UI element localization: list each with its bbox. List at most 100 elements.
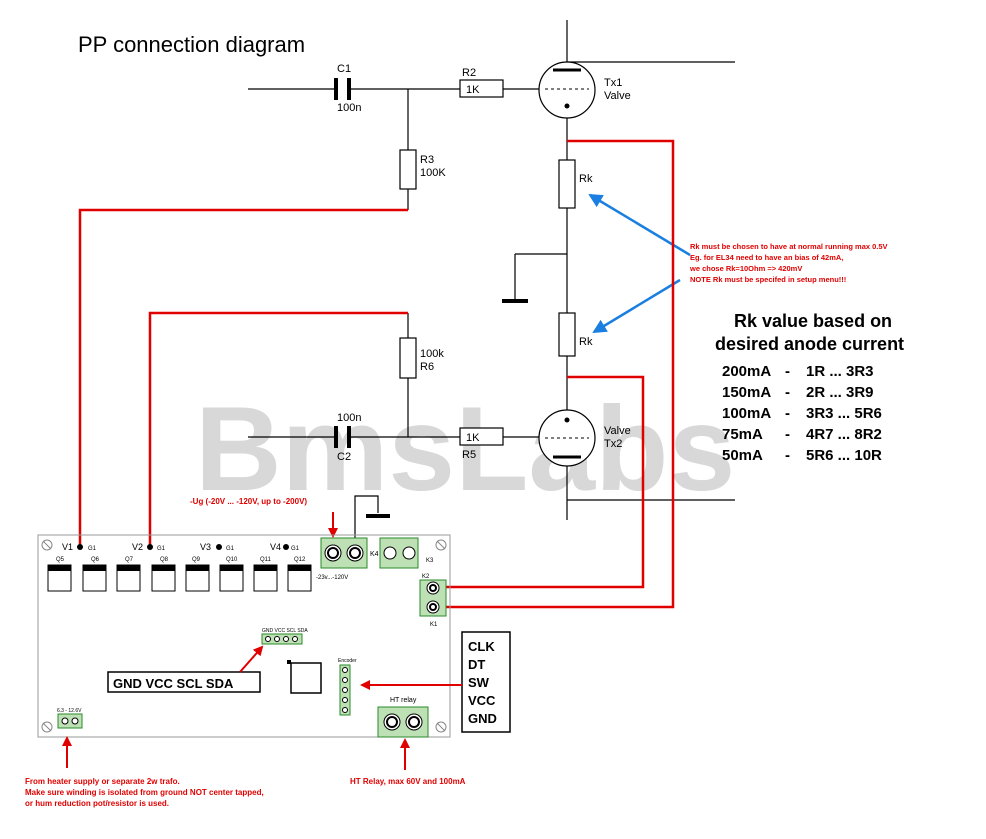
- rk-pointer-arrow-lower: [592, 278, 681, 334]
- svg-text:Rk must be chosen to have at n: Rk must be chosen to have at normal runn…: [690, 242, 888, 251]
- c2-label: C2: [337, 451, 351, 463]
- rk-row-current: 150mA: [722, 384, 771, 401]
- tx1-label: Tx1: [604, 77, 622, 89]
- rk-row-dash: -: [785, 363, 790, 380]
- ug-label: -Ug (-20V ... -120V, up to -200V): [190, 497, 307, 506]
- svg-text:K4: K4: [370, 551, 379, 558]
- i2c-label: GND VCC SCL SDA: [113, 676, 234, 691]
- r2-value: 1K: [466, 84, 480, 96]
- capacitor-c1: [334, 78, 351, 100]
- svg-text:DT: DT: [468, 657, 485, 672]
- rk-row-current: 100mA: [722, 405, 771, 422]
- c2-value: 100n: [337, 412, 361, 424]
- svg-text:Q7: Q7: [125, 557, 134, 563]
- svg-text:G1: G1: [291, 546, 300, 552]
- r5-label: R5: [462, 449, 476, 461]
- watermark: BmsLabs: [195, 382, 735, 516]
- svg-text:Make sure winding is isolated: Make sure winding is isolated from groun…: [25, 788, 264, 797]
- bias-wire: [354, 495, 379, 548]
- r3-label: R3: [420, 154, 434, 166]
- heater-note: From heater supply or separate 2w trafo.…: [25, 777, 264, 808]
- r5-value: 1K: [466, 432, 480, 444]
- r2-label: R2: [462, 67, 476, 79]
- encoder-header: Encoder: [338, 658, 357, 716]
- i2c-header: GND VCC SCL SDA: [261, 628, 308, 645]
- svg-text:K2: K2: [422, 574, 430, 580]
- c1-label: C1: [337, 63, 351, 75]
- svg-text:V1: V1: [62, 542, 73, 552]
- rk-row-current: 200mA: [722, 363, 771, 380]
- rk-note: Rk must be chosen to have at normal runn…: [689, 242, 888, 284]
- svg-text:Q9: Q9: [192, 557, 201, 563]
- svg-text:Q12: Q12: [294, 557, 306, 563]
- rk-row-range: 4R7 ... 8R2: [806, 426, 882, 443]
- svg-text:V2: V2: [132, 542, 143, 552]
- tx2-valve-label: Valve: [604, 425, 631, 437]
- svg-text:G1: G1: [226, 546, 235, 552]
- resistor-rk-lower: [558, 312, 576, 357]
- ug-terminal: -23v...-120V: [316, 537, 368, 581]
- svg-text:V4: V4: [270, 542, 281, 552]
- encoder-label-box: [461, 631, 511, 733]
- ht-relay-note: HT Relay, max 60V and 100mA: [350, 777, 466, 786]
- svg-text:GND: GND: [468, 711, 497, 726]
- svg-text:NOTE Rk must be specifed in se: NOTE Rk must be specifed in setup menu!!…: [690, 275, 846, 284]
- upper-input-wires: [248, 88, 540, 210]
- mcu-chip: [287, 660, 322, 694]
- encoder-labels: CLK DT SW VCC GND: [468, 639, 497, 726]
- svg-text:GND VCC SCL SDA: GND VCC SCL SDA: [262, 628, 308, 634]
- i2c-label-box: [107, 671, 261, 693]
- svg-text:Q5: Q5: [56, 557, 65, 563]
- r3-value: 100K: [420, 167, 446, 179]
- rk-row-range: 1R ... 3R3: [806, 363, 874, 380]
- resistor-r3: [399, 149, 417, 190]
- svg-text:Q10: Q10: [226, 557, 238, 563]
- rk-row-current: 75mA: [722, 426, 763, 443]
- svg-text:CLK: CLK: [468, 639, 495, 654]
- pcb-mounting-holes: [41, 539, 447, 733]
- valve-tx2: [538, 409, 596, 467]
- rk-row-dash: -: [785, 405, 790, 422]
- rk-row-current: 50mA: [722, 447, 763, 464]
- rk-row-range: 2R ... 3R9: [806, 384, 874, 401]
- svg-text:K3: K3: [426, 558, 434, 564]
- svg-text:Q8: Q8: [160, 557, 169, 563]
- ht-relay-terminal: HT relay: [377, 697, 429, 738]
- red-wires: [78, 139, 675, 609]
- svg-text:we chose Rk=10Ohm => 420mV: we chose Rk=10Ohm => 420mV: [689, 264, 802, 273]
- pcb-valve-connections: V1 V2 V3 V4 G1 G1 G1 G1: [62, 542, 300, 552]
- tx1-valve-label: Valve: [604, 90, 631, 102]
- pcb-transistors: Q5 Q6 Q7 Q8 Q9 Q10 Q11 Q12: [47, 557, 312, 592]
- resistor-rk-upper: [558, 159, 576, 209]
- pcb-pads: [77, 544, 289, 550]
- k4-terminal: K4: [370, 537, 419, 569]
- svg-text:6.3 - 12.6V: 6.3 - 12.6V: [57, 708, 82, 714]
- i2c-arrow: [239, 645, 264, 673]
- svg-text:G1: G1: [88, 546, 97, 552]
- r6-value: 100k: [420, 348, 444, 360]
- svg-text:HT relay: HT relay: [390, 697, 417, 704]
- ug-range-label: -23v...-120V: [316, 575, 348, 581]
- resistor-r6: [399, 337, 417, 379]
- rk-row-dash: -: [785, 384, 790, 401]
- rk-row-dash: -: [785, 426, 790, 443]
- diagram-title: PP connection diagram: [78, 32, 305, 57]
- rk-row-range: 5R6 ... 10R: [806, 447, 882, 464]
- svg-text:or hum reduction pot/resistor: or hum reduction pot/resistor is used.: [25, 799, 169, 808]
- svg-text:Q6: Q6: [91, 557, 100, 563]
- heater-terminal: 6.3 - 12.6V: [57, 708, 83, 729]
- svg-text:SW: SW: [468, 675, 490, 690]
- rk-row-dash: -: [785, 447, 790, 464]
- resistor-r5: [459, 427, 504, 446]
- svg-text:G1: G1: [157, 546, 166, 552]
- rk-pointer-arrow-upper: [588, 193, 691, 257]
- rk-row-range: 3R3 ... 5R6: [806, 405, 882, 422]
- rk-table-heading-2: desired anode current: [715, 334, 904, 354]
- pcb-outline: [37, 534, 451, 738]
- rk-lower-label: Rk: [579, 336, 593, 348]
- svg-text:K1: K1: [430, 622, 438, 628]
- svg-text:V3: V3: [200, 542, 211, 552]
- svg-text:Eg. for EL34 need to have an b: Eg. for EL34 need to have an bias of 42m…: [690, 253, 843, 262]
- lower-input-wires: [248, 313, 540, 438]
